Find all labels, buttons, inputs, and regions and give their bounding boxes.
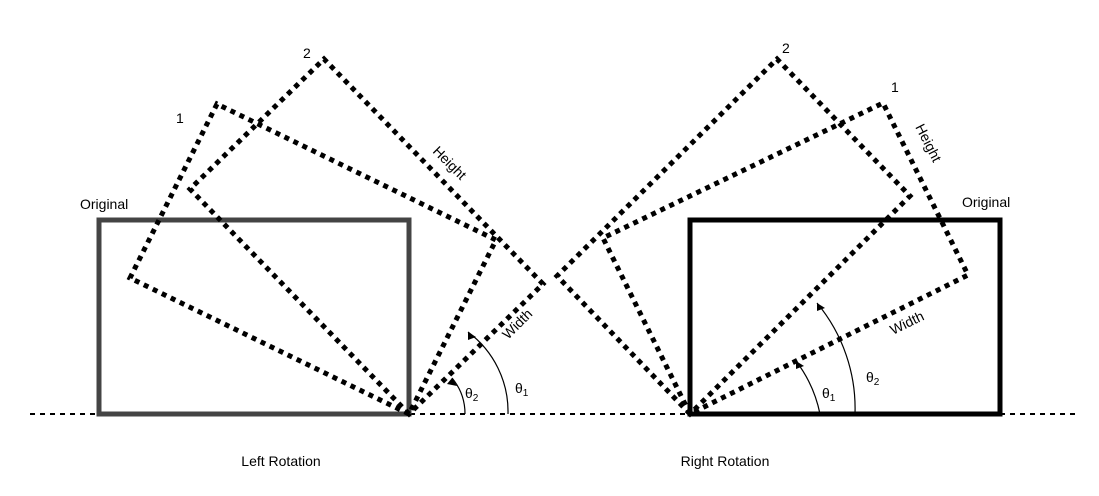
left-theta-large-arc [467,331,509,415]
left-theta-large-arrowhead [468,332,476,340]
right-theta-large-arrowhead [817,303,825,311]
left-original-label: Original [80,196,128,212]
right-theta-small: θ1 [822,385,836,404]
right-rect2-label: 2 [782,40,790,56]
right-theta-large-arc [816,302,856,415]
left-theta-small: θ2 [465,385,479,404]
right-rect1-label: 1 [891,79,899,95]
left-rotated-rectangle-1 [126,100,500,418]
left-original-rectangle [96,217,412,417]
left-rotated-rectangle-2 [186,55,547,418]
left-rect1-label: 1 [176,110,184,126]
right-rotation-panel: Original 1 2 Height Width θ1 θ2 Right Ro… [553,40,1010,469]
left-rotation-caption: Left Rotation [241,453,320,469]
right-theta-large: θ2 [866,369,880,388]
right-original-rectangle [687,217,1003,417]
right-theta-small-arc [795,360,821,415]
right-original-label: Original [962,194,1010,210]
right-rotated-rectangle-2 [553,55,914,418]
right-rotation-caption: Right Rotation [681,453,770,469]
left-theta-small-arc [451,377,466,415]
left-theta-large: θ1 [515,380,529,399]
right-rotated-rectangle-1 [599,99,972,418]
left-rect2-label: 2 [303,45,311,61]
left-rotation-panel: Original 1 2 Height Width θ2 θ1 Left Rot… [80,45,547,469]
right-height-label: Height [912,121,945,164]
left-theta-small-arrowhead [447,378,457,386]
right-theta-small-arrowhead [796,361,804,369]
